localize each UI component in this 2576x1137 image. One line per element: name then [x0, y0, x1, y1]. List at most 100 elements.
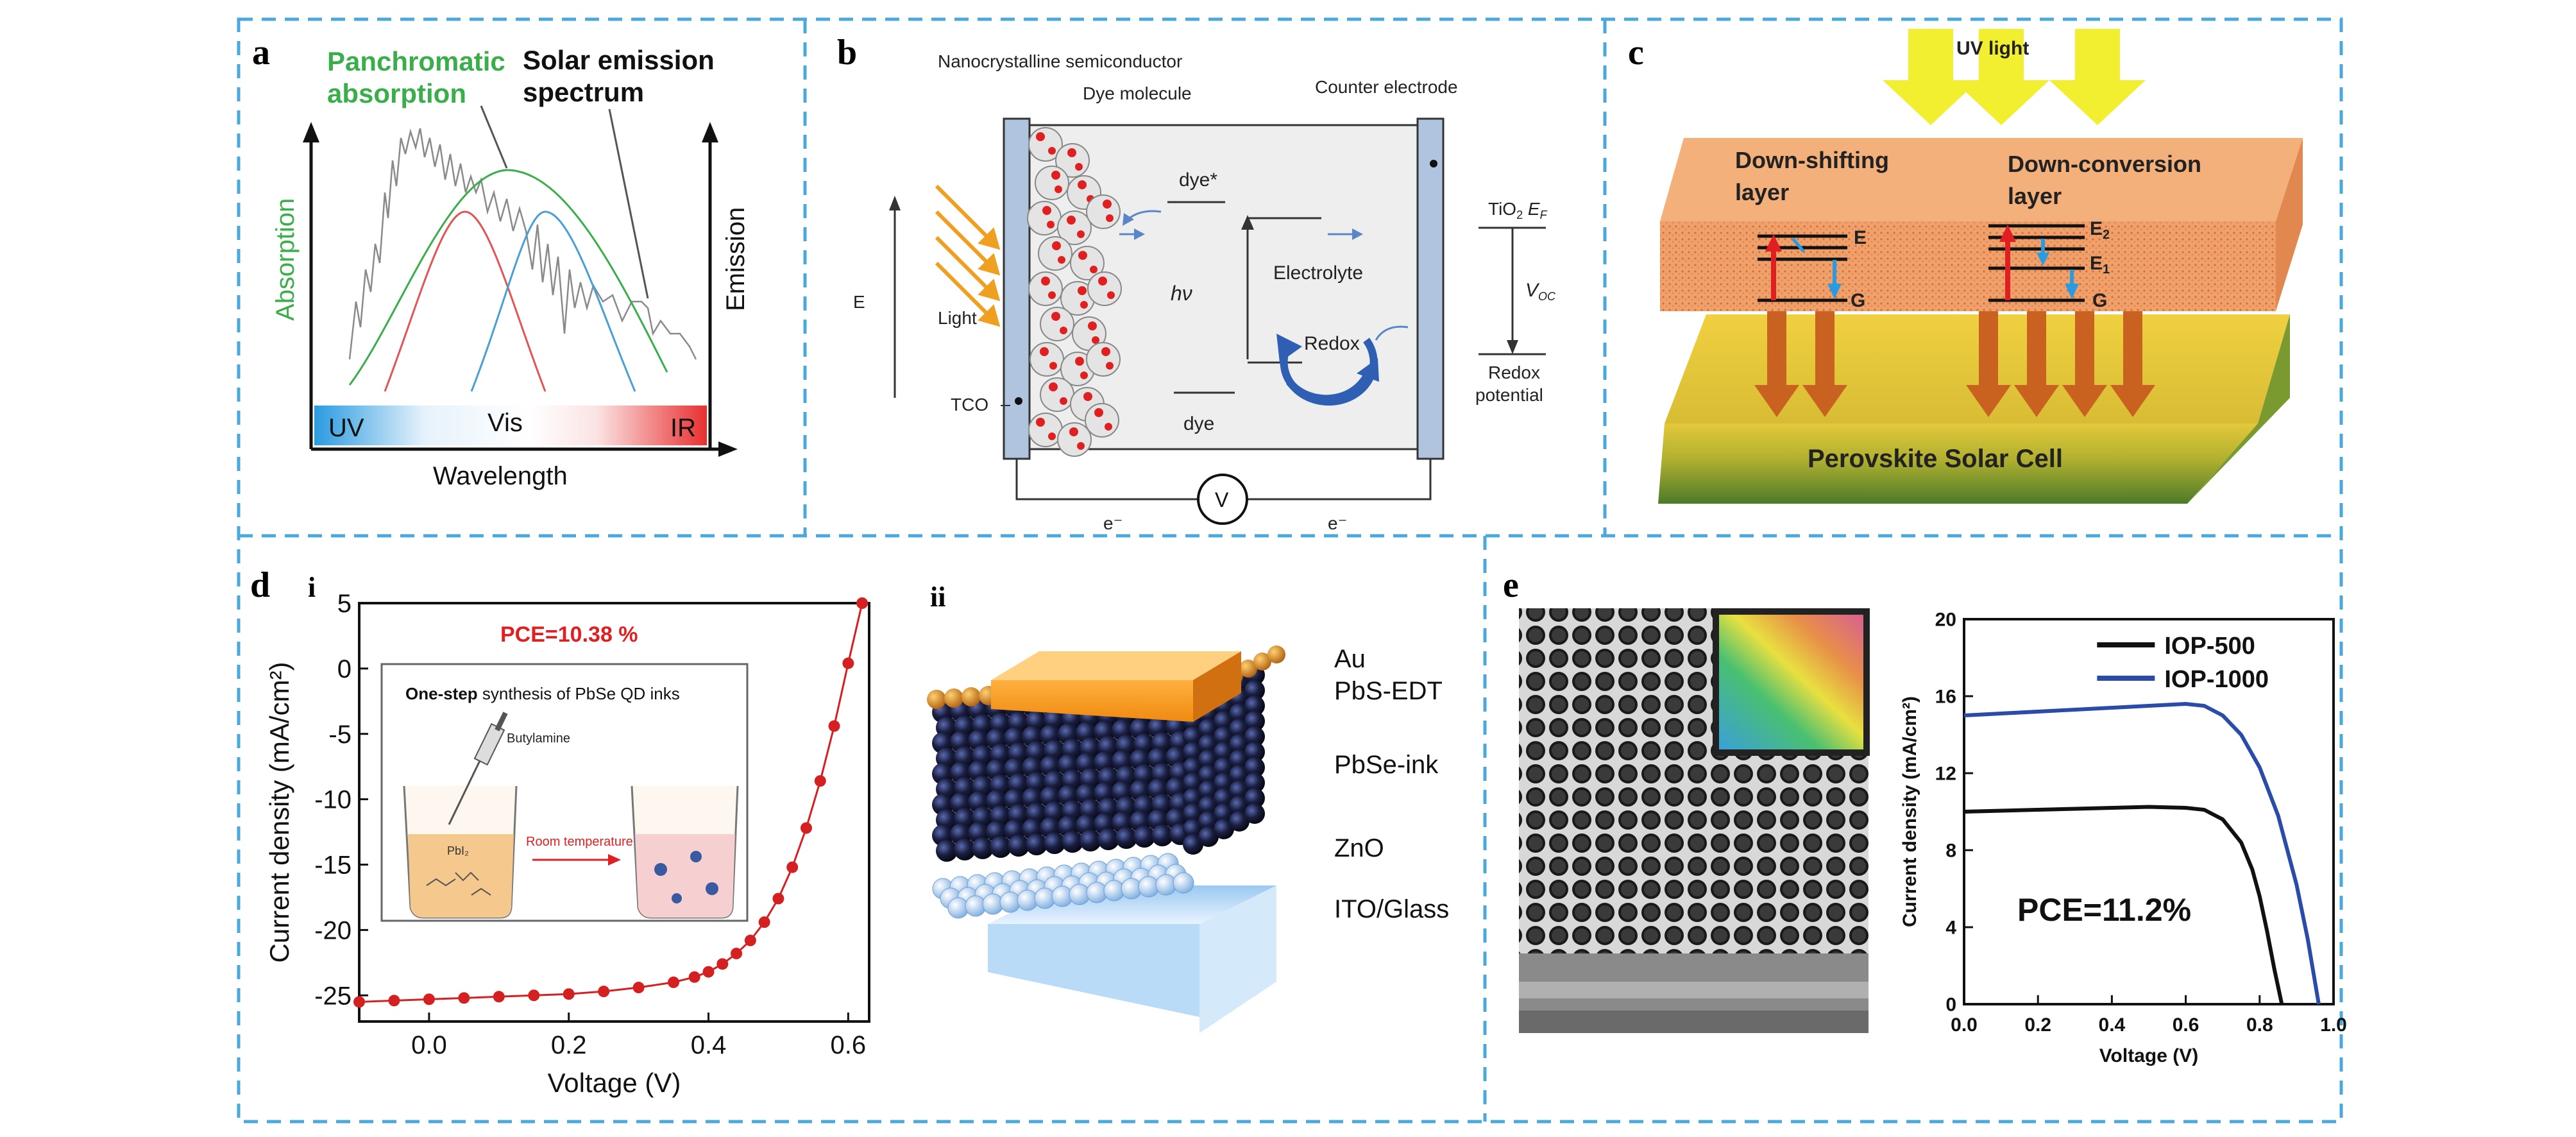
ir-label: IR	[670, 414, 696, 442]
dye-molecule	[1067, 216, 1076, 225]
dye-molecule	[1058, 256, 1065, 264]
legend-label: IOP-1000	[2164, 666, 2269, 693]
layer-label-2: PbSe-ink	[1334, 751, 1439, 779]
y-tick-label: 20	[1935, 610, 1956, 631]
uv-light-arrows	[1883, 29, 2146, 125]
y-tick-label: -5	[328, 721, 352, 749]
light-arrows	[935, 184, 1001, 327]
x-tick-label: 0.0	[411, 1031, 447, 1059]
data-point	[458, 992, 470, 1004]
data-point	[731, 948, 743, 960]
level-E-label: E	[1854, 227, 1867, 248]
level-G-label: G	[1851, 290, 1865, 311]
panchromatic-label-1: Panchromatic	[327, 46, 505, 76]
data-point	[388, 995, 400, 1007]
dye-molecule	[1101, 347, 1110, 356]
dye-molecule	[1055, 185, 1062, 193]
dye-molecule	[1042, 206, 1051, 215]
pce-d-label: PCE=10.38 %	[500, 622, 638, 647]
redox-label: Redox	[1304, 333, 1360, 354]
dye-molecule	[1052, 241, 1061, 250]
hv-label: hν	[1171, 282, 1192, 305]
panel-c: c UV light Perovskite Solar Cell Down-sh…	[1628, 29, 2303, 504]
pbse-sphere	[1062, 831, 1083, 853]
panel-label-e: e	[1503, 565, 1519, 605]
light-label: Light	[938, 308, 977, 328]
pbse-sphere	[1229, 765, 1250, 785]
pbse-sphere	[1183, 803, 1203, 824]
down-shifting-label-2: layer	[1735, 179, 1789, 205]
solar-label-2: spectrum	[523, 77, 644, 107]
butylamine-label: Butylamine	[507, 731, 570, 746]
nanoparticle	[1040, 377, 1074, 412]
pbse-sphere	[1115, 827, 1137, 849]
pbse-sphere	[1214, 726, 1234, 747]
down-conversion-label-2: layer	[2008, 183, 2062, 209]
panel-label-c: c	[1628, 33, 1644, 73]
dye-molecule	[1051, 171, 1060, 180]
dye-molecule	[1103, 200, 1112, 209]
pbse-sphere	[1214, 819, 1234, 839]
wavelength-label: Wavelength	[433, 462, 568, 490]
data-point	[563, 988, 575, 1000]
series-line-0	[1963, 805, 2284, 1005]
spectrum-bar	[314, 406, 707, 445]
pbse-sphere	[1244, 742, 1265, 762]
pbse-sphere	[1229, 796, 1250, 816]
pbs-sphere	[962, 687, 981, 706]
layer-label-1: PbS-EDT	[1334, 677, 1443, 705]
y-tick-label: -15	[314, 851, 352, 880]
data-point	[528, 989, 540, 1002]
dye-label: dye	[1183, 413, 1214, 434]
emission-arrows	[1754, 311, 2155, 417]
dye-molecule	[1067, 148, 1076, 157]
voltmeter-label: V	[1215, 488, 1229, 511]
dye-molecule	[1075, 357, 1084, 366]
uv-light-label: UV light	[1956, 38, 2029, 59]
pbse-sphere	[1229, 734, 1250, 755]
data-point	[744, 934, 756, 946]
dye-molecule	[1041, 277, 1050, 286]
layer-label-4: ITO/Glass	[1334, 895, 1449, 923]
data-point	[772, 893, 784, 905]
data-point	[353, 996, 365, 1008]
dye-molecule	[1040, 347, 1049, 356]
y-tick-label: 16	[1935, 687, 1956, 708]
x-tick-label: 0.8	[2246, 1014, 2273, 1036]
dye-molecule	[1092, 336, 1099, 344]
dye-molecule	[1049, 382, 1058, 391]
down-conversion-label-1: Down-conversion	[2008, 151, 2201, 177]
dye-molecule	[1098, 277, 1107, 286]
pbse-sphere	[1198, 780, 1219, 801]
voltmeter	[1197, 474, 1248, 525]
pbse-sphere	[1244, 711, 1265, 731]
photo-inset	[1719, 615, 1863, 749]
x-axis-label: Voltage (V)	[548, 1068, 681, 1098]
blue-absorption-curve	[470, 210, 636, 392]
dye-molecule	[1048, 432, 1056, 440]
nanoparticle	[1035, 166, 1069, 200]
pbse-sphere	[1183, 742, 1203, 762]
dye-molecule	[1036, 418, 1045, 427]
dye-molecule	[1051, 312, 1060, 321]
data-point	[814, 775, 826, 787]
y-tick-label: 4	[1945, 918, 1956, 939]
y-tick-label: 8	[1945, 841, 1956, 862]
pbse-sphere	[1133, 826, 1155, 848]
pbse-sphere	[1198, 719, 1219, 739]
pbse-sphere	[1026, 834, 1047, 855]
energy-axis-label: E	[853, 292, 865, 312]
pbse-sphere	[1183, 788, 1203, 808]
x-tick-label: 0.2	[2024, 1014, 2051, 1036]
pbse-sphere	[972, 837, 994, 859]
panel-a: a Panchromatic absorption Solar emission…	[252, 33, 750, 490]
nanoparticle	[1030, 342, 1064, 377]
x-tick-label: 0.2	[551, 1031, 587, 1059]
pbse-sphere	[1097, 828, 1119, 850]
dye-molecule	[1106, 362, 1114, 370]
dye-molecule	[1077, 442, 1085, 450]
y-tick-label: -25	[314, 982, 352, 1010]
nanoparticle	[1027, 201, 1062, 235]
